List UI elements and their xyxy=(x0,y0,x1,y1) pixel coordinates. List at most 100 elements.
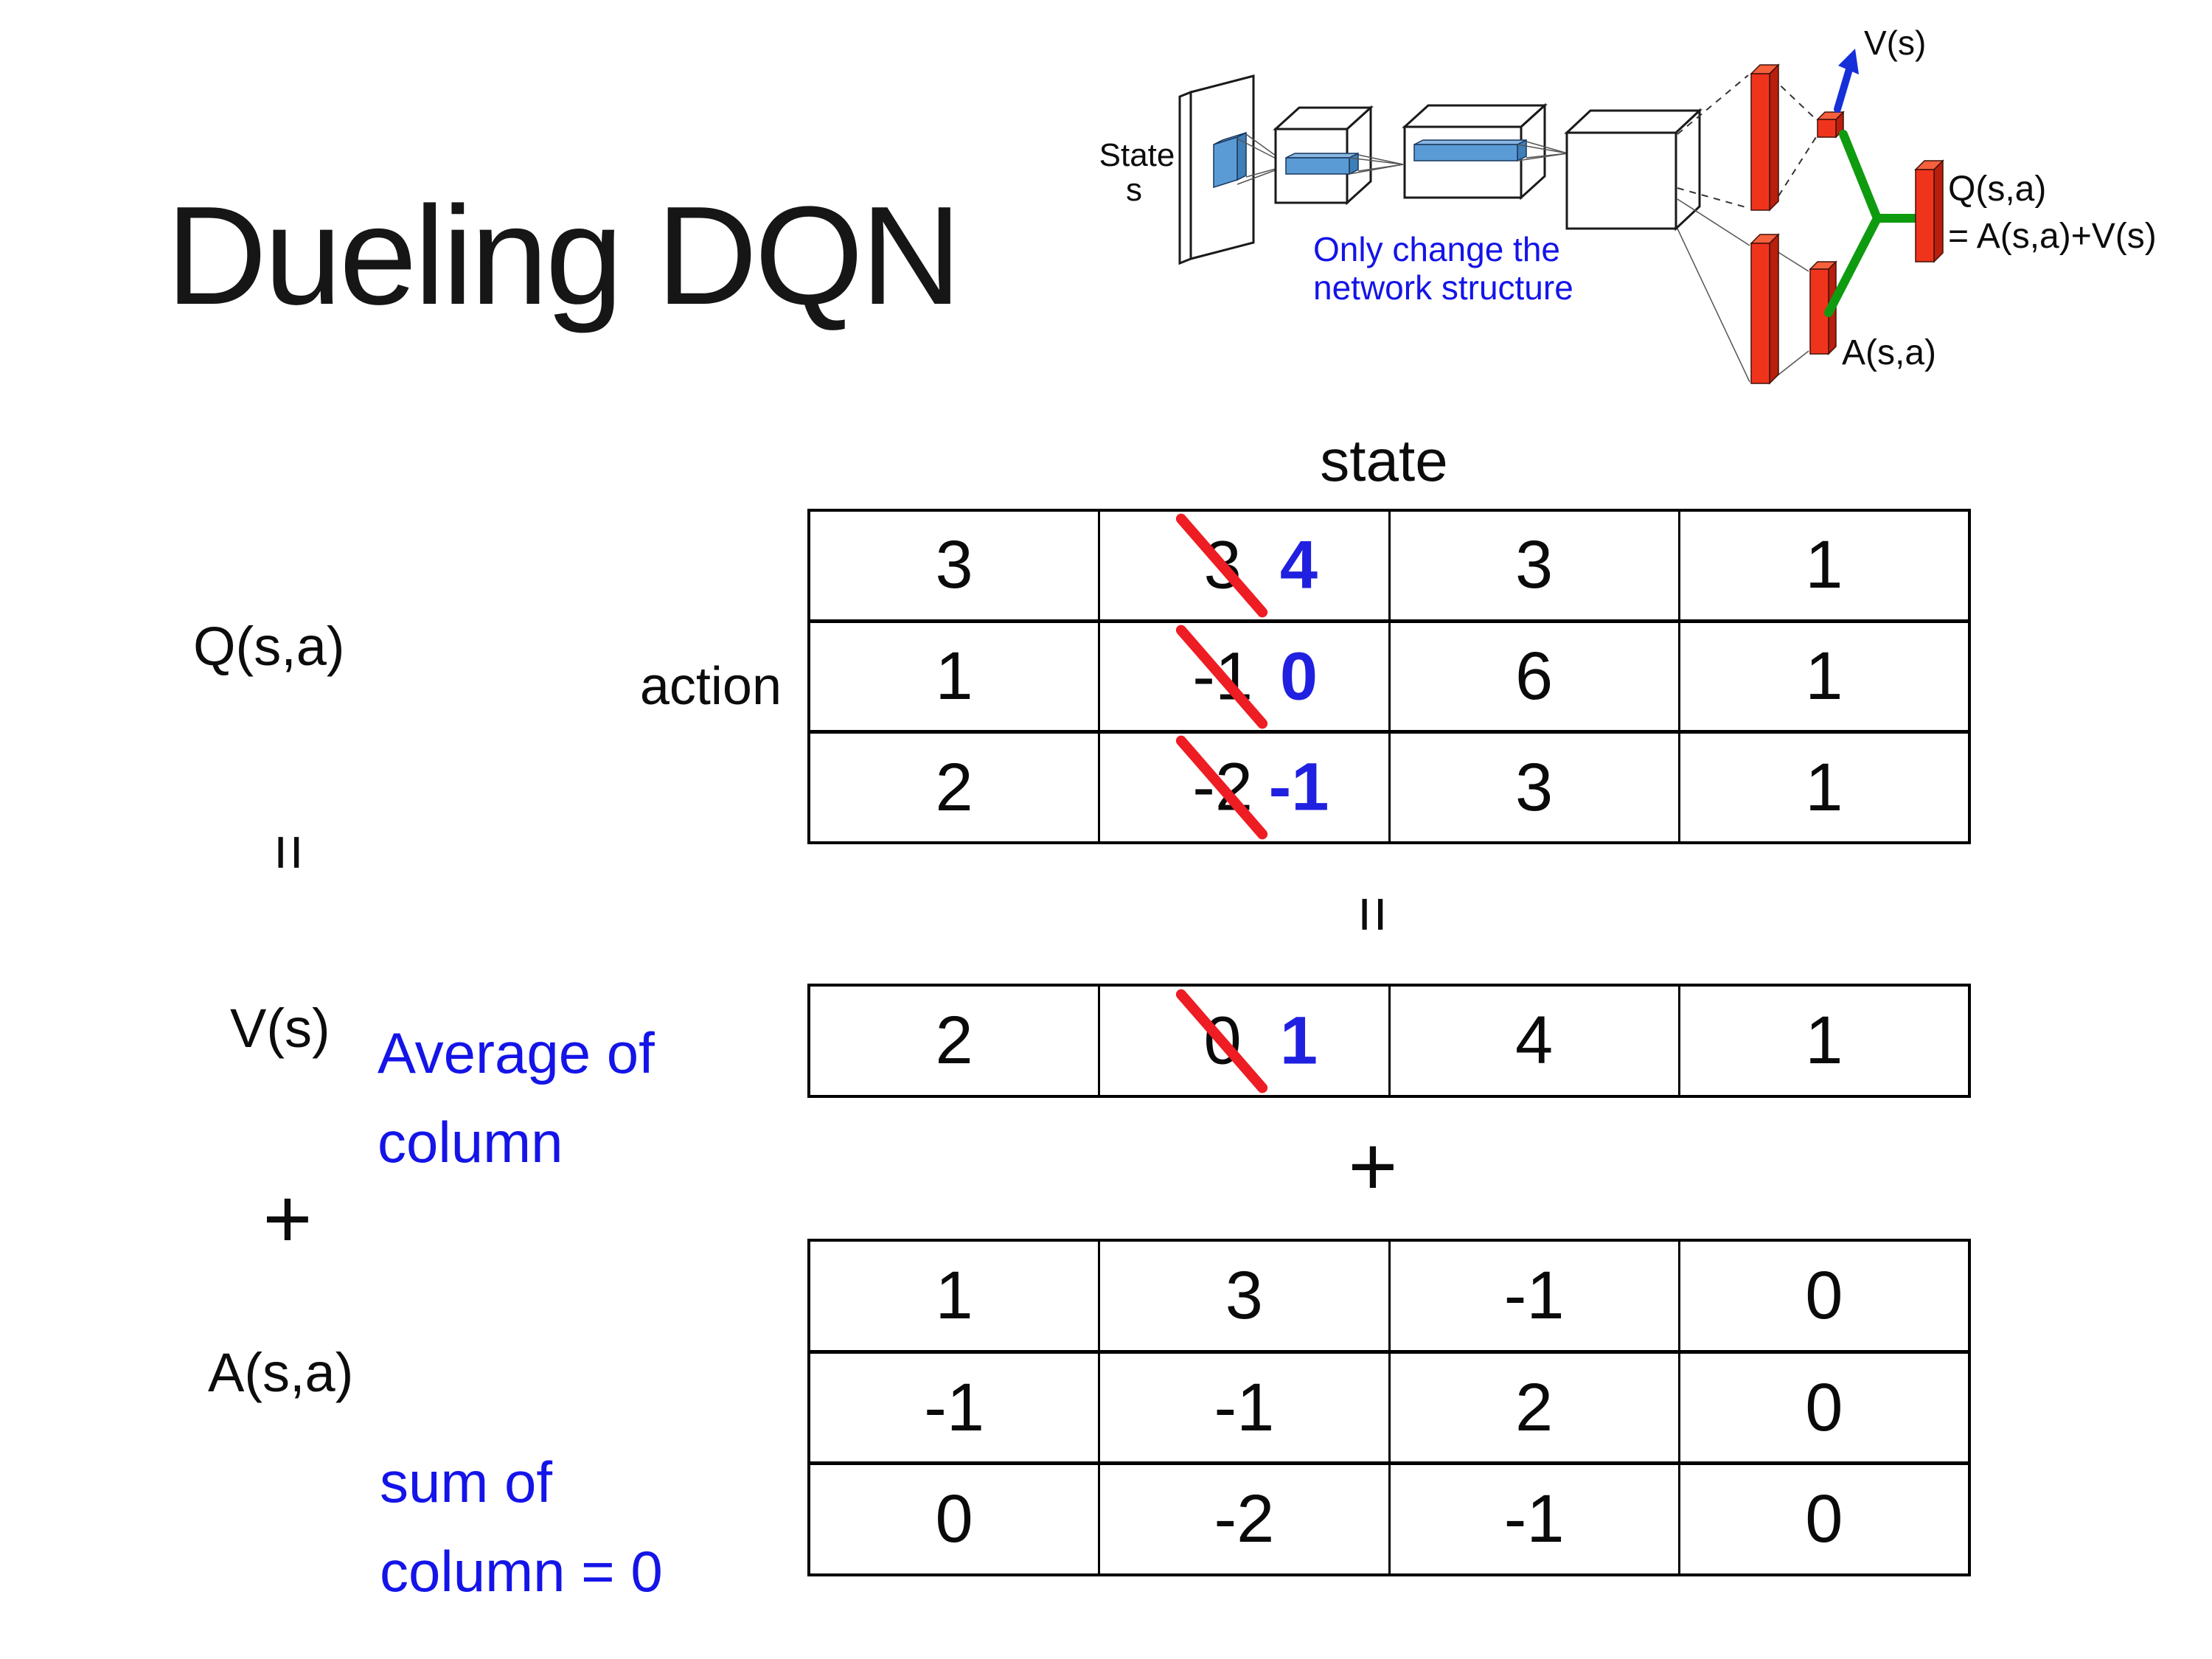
advantage-stream-lines xyxy=(1677,198,1809,383)
table-cell: 4 xyxy=(1388,987,1678,1095)
v-vector-label: V(s) xyxy=(230,998,330,1059)
plus-glyph: + xyxy=(262,1171,313,1266)
cell-value: -1 xyxy=(924,1369,985,1445)
table-cell: 0 xyxy=(810,1465,1098,1573)
cell-value: 3 xyxy=(935,527,973,603)
replacement-value: -1 xyxy=(1268,749,1329,825)
table-row: 20141 xyxy=(810,987,1968,1095)
advantage-note-line1: sum of xyxy=(380,1450,553,1514)
cell-value: 1 xyxy=(1805,527,1843,603)
v-value-table: 20141 xyxy=(807,984,1971,1098)
cell-value: 3 xyxy=(1515,527,1554,603)
cell-value: 2 xyxy=(935,749,973,825)
table-row: 2 -2-1 3 1 xyxy=(810,730,1968,842)
table-cell: 3 xyxy=(810,512,1098,619)
a-matrix-label: A(s,a) xyxy=(208,1342,354,1403)
value-arrow-icon xyxy=(1834,49,1859,113)
cell-value: 3 xyxy=(1225,1257,1263,1333)
table-cell: 0 xyxy=(1677,1353,1968,1462)
table-cell: -1 xyxy=(1388,1465,1678,1574)
table-row: 0 -2 -1 0 xyxy=(810,1461,1968,1574)
cell-value: -2 xyxy=(1214,1481,1275,1557)
diagram-q-formula: = A(s,a)+V(s) xyxy=(1948,217,2157,256)
table-cell: -2-1 xyxy=(1098,733,1388,842)
value-stream-dashed-lines xyxy=(1677,74,1817,209)
diagram-note-line1: Only change the xyxy=(1313,230,1560,268)
conv-filter-icon xyxy=(1213,131,1247,189)
cell-value: 0 xyxy=(1805,1257,1843,1333)
feature-bar-1 xyxy=(1285,152,1359,175)
diagram-state-s-label: s xyxy=(1126,172,1142,208)
table-cell: 0 xyxy=(1677,1242,1968,1350)
equals-sign-left: = xyxy=(253,819,324,886)
cell-value: 1 xyxy=(935,1257,973,1333)
cone-lines-2 xyxy=(1349,154,1404,175)
cell-value: 1 xyxy=(935,639,973,714)
equals-glyph: = xyxy=(253,833,324,872)
cell-value: 3 xyxy=(1515,749,1554,825)
table-cell: 1 xyxy=(1677,734,1968,842)
fc-box xyxy=(1564,108,1703,232)
table-cell: -1 xyxy=(810,1354,1098,1462)
table-row: 1 -10 6 1 xyxy=(810,619,1968,731)
table-cell: -2 xyxy=(1098,1465,1388,1574)
advantage-note-line2: column = 0 xyxy=(380,1538,663,1604)
conv-box-2 xyxy=(1402,102,1548,201)
plus-glyph: + xyxy=(1348,1119,1398,1214)
table-cell: 2 xyxy=(810,987,1098,1095)
cell-value: 1 xyxy=(1805,749,1843,825)
cone-lines-3 xyxy=(1517,141,1568,161)
plus-sign-left: + xyxy=(247,1175,328,1263)
table-cell: 34 xyxy=(1098,511,1388,620)
state-axis-label: state xyxy=(1320,428,1448,493)
q-output-bar xyxy=(1914,159,1944,263)
diagram-v-label: V(s) xyxy=(1864,24,1926,62)
table-cell: -1 xyxy=(1388,1242,1678,1350)
table-cell: 3 xyxy=(1098,1242,1388,1350)
table-cell: 1 xyxy=(1677,512,1968,619)
table-cell: 6 xyxy=(1388,622,1678,731)
table-cell: 3 xyxy=(1388,512,1678,619)
table-cell: 3 xyxy=(1388,734,1678,842)
plus-sign-center: + xyxy=(1332,1122,1413,1211)
replacement-value: 0 xyxy=(1279,639,1318,714)
table-cell: 1 xyxy=(810,1242,1098,1350)
equals-glyph: = xyxy=(1337,895,1408,933)
value-hidden-bar xyxy=(1750,63,1780,212)
aggregator-connector xyxy=(1824,130,1919,317)
value-note-line1: Average of xyxy=(378,1020,655,1085)
table-row: 1 3 -1 0 xyxy=(810,1242,1968,1350)
feature-bar-2 xyxy=(1413,139,1527,162)
cell-value: 1 xyxy=(1805,639,1843,714)
table-row: 3 34 3 1 xyxy=(810,511,1968,620)
diagram-q-label: Q(s,a) xyxy=(1948,170,2046,209)
cell-value: 1 xyxy=(1805,1003,1843,1078)
cell-value: 0 xyxy=(935,1481,973,1557)
cell-value: 0 xyxy=(1805,1369,1843,1445)
value-scalar-node xyxy=(1816,111,1845,139)
action-axis-label: action xyxy=(639,657,782,716)
diagram-state-label: State xyxy=(1099,137,1175,173)
table-cell: -1 xyxy=(1098,1353,1388,1462)
table-cell: 2 xyxy=(810,734,1098,841)
replacement-value: 4 xyxy=(1279,527,1318,603)
table-cell: -10 xyxy=(1098,622,1388,731)
cell-value: -1 xyxy=(1503,1257,1565,1333)
cell-value: -1 xyxy=(1503,1481,1565,1557)
dueling-network-diagram: State s V(s) Q(s,a) = A(s,a)+V(s) A(s,a)… xyxy=(1099,24,2157,385)
advantage-note: sum of column = 0 xyxy=(380,1438,663,1616)
advantage-hidden-bar xyxy=(1750,233,1780,385)
cell-value: -1 xyxy=(1214,1369,1275,1445)
cell-value: 2 xyxy=(935,1003,973,1078)
replacement-value: 1 xyxy=(1279,1003,1318,1078)
diagram-a-label: A(s,a) xyxy=(1842,333,1936,372)
cell-value: 0 xyxy=(1805,1481,1843,1557)
cell-value: 4 xyxy=(1515,1003,1554,1078)
table-cell: 1 xyxy=(810,623,1098,731)
slide-title: Dueling DQN xyxy=(166,178,961,334)
table-cell: 0 xyxy=(1677,1465,1968,1574)
diagram-note-line2: network structure xyxy=(1313,268,1573,307)
cell-value: 6 xyxy=(1515,639,1554,714)
